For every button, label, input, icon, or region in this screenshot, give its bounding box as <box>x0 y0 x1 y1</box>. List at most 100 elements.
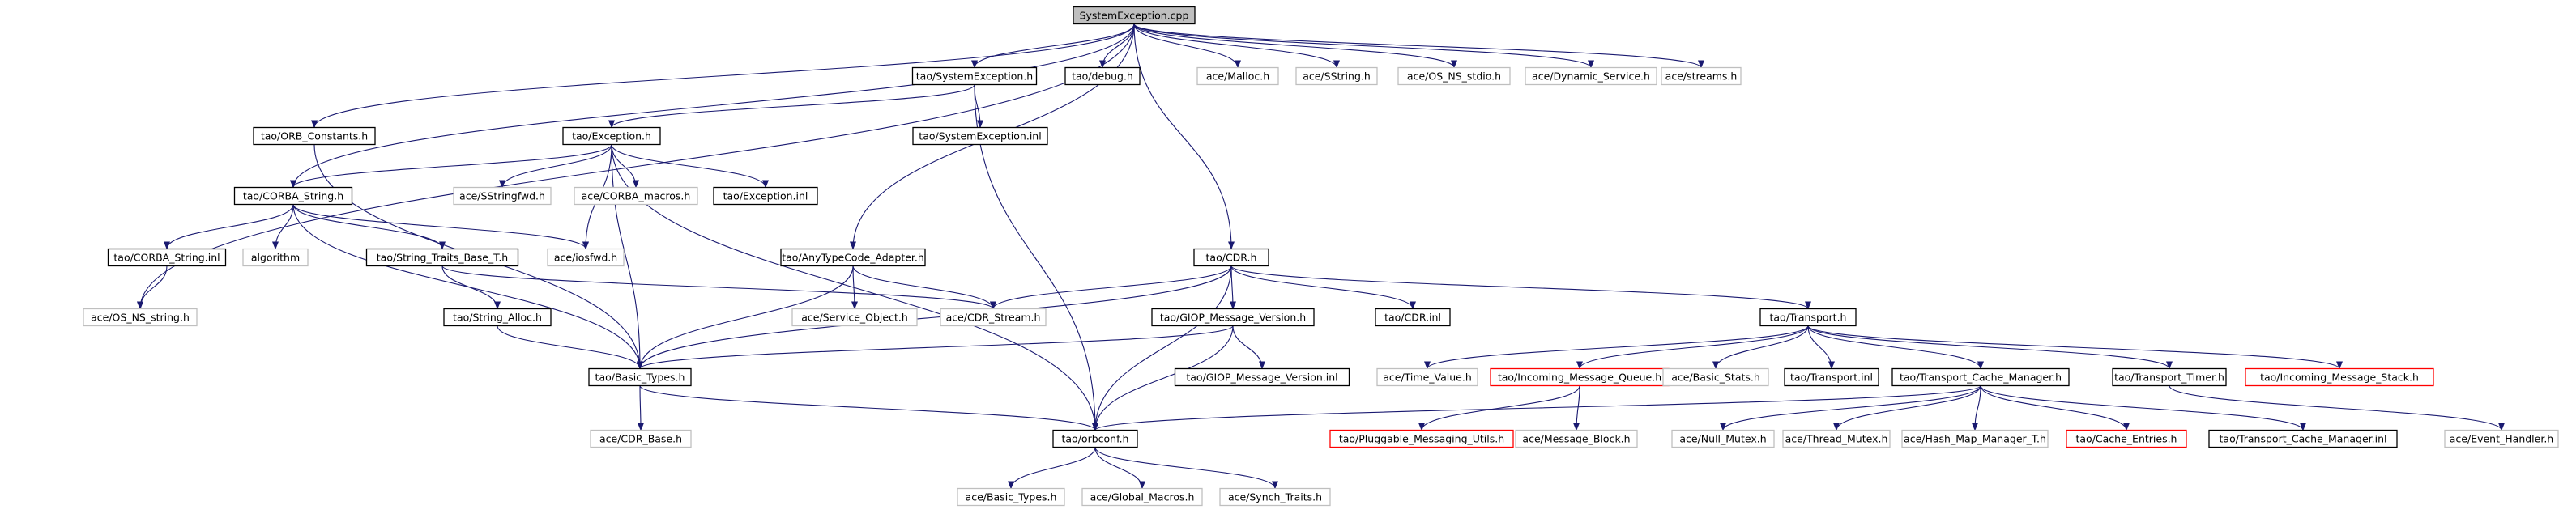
graph-node-tao-incoming-message-queue-h[interactable]: tao/Incoming_Message_Queue.h <box>1490 367 1670 387</box>
graph-node-ace-synch-traits-h[interactable]: ace/Synch_Traits.h <box>1219 487 1331 507</box>
graph-node-tao-systemexception-h[interactable]: tao/SystemException.h <box>911 66 1038 86</box>
dependency-edge <box>292 204 446 250</box>
graph-node-ace-basic-types-h[interactable]: ace/Basic_Types.h <box>957 487 1065 507</box>
graph-node-label: tao/AnyTypeCode_Adapter.h <box>782 252 924 264</box>
dependency-edge-line <box>311 23 1135 129</box>
dependency-edge <box>851 265 858 310</box>
graph-node-tao-systemexception-inl[interactable]: tao/SystemException.inl <box>912 126 1048 146</box>
graph-node-box <box>1375 308 1451 327</box>
dependency-edge <box>1092 265 1232 431</box>
dependency-edge-line <box>1094 447 1145 490</box>
dependency-edge <box>137 265 168 310</box>
graph-node-label: tao/Transport.h <box>1770 312 1847 324</box>
graph-node-ace-basic-stats-h[interactable]: ace/Basic_Stats.h <box>1662 367 1769 387</box>
dependency-edge-line <box>137 265 168 310</box>
graph-node-tao-corba-string-inl[interactable]: tao/CORBA_String.inl <box>107 248 227 267</box>
graph-node-tao-orbconf-h[interactable]: tao/orbconf.h <box>1052 429 1138 448</box>
dependency-edge <box>1092 385 1981 431</box>
graph-node-tao-cache-entries-h[interactable]: tao/Cache_Entries.h <box>2066 429 2187 448</box>
graph-node-tao-cdr-h[interactable]: tao/CDR.h <box>1193 248 1269 267</box>
graph-node-ace-hash-map-manager-t-h[interactable]: ace/Hash_Map_Manager_T.h <box>1901 429 2049 448</box>
graph-node-ace-malloc-h[interactable]: ace/Malloc.h <box>1196 66 1279 86</box>
graph-node-tao-string-traits-base-t-h[interactable]: tao/String_Traits_Base_T.h <box>365 248 519 267</box>
graph-node-box <box>107 248 227 267</box>
dependency-edge <box>164 204 294 250</box>
graph-node-box <box>2066 429 2187 448</box>
dependency-edge <box>1807 325 2343 370</box>
dependency-edge-line <box>852 265 996 310</box>
dependency-edge-line <box>637 385 644 431</box>
graph-node-ace-cdr-stream-h[interactable]: ace/CDR_Stream.h <box>940 308 1047 327</box>
graph-node-ace-sstringfwd-h[interactable]: ace/SStringfwd.h <box>453 186 552 206</box>
graph-node-tao-debug-h[interactable]: tao/debug.h <box>1064 66 1141 86</box>
graph-node-box <box>2208 429 2398 448</box>
dependency-edge-line <box>1807 325 2343 370</box>
graph-node-tao-transport-cache-manager-inl[interactable]: tao/Transport_Cache_Manager.inl <box>2208 429 2398 448</box>
graph-node-label: tao/GIOP_Message_Version.inl <box>1186 372 1337 384</box>
graph-node-ace-message-block-h[interactable]: ace/Message_Block.h <box>1515 429 1638 448</box>
dependency-edge-line <box>1133 23 1457 69</box>
dependency-edge-line <box>1833 385 1981 431</box>
dependency-edge-line <box>637 265 854 370</box>
graph-node-box <box>1671 429 1775 448</box>
graph-node-tao-transport-timer-h[interactable]: tao/Transport_Timer.h <box>2112 367 2227 387</box>
graph-node-label: tao/Transport_Cache_Manager.inl <box>2220 433 2387 445</box>
dependency-edge <box>1133 23 1594 69</box>
graph-node-ace-global-macros-h[interactable]: ace/Global_Macros.h <box>1081 487 1203 507</box>
dependency-edge-line <box>290 23 1135 189</box>
dependency-edge-line <box>441 265 501 310</box>
graph-node-tao-basic-types-h[interactable]: tao/Basic_Types.h <box>588 367 692 387</box>
dependency-edge <box>1008 447 1096 490</box>
graph-node-tao-orb-constants-h[interactable]: tao/ORB_Constants.h <box>253 126 376 146</box>
graph-node-ace-null-mutex-h[interactable]: ace/Null_Mutex.h <box>1671 429 1775 448</box>
graph-node-ace-streams-h[interactable]: ace/streams.h <box>1661 66 1742 86</box>
graph-node-tao-exception-h[interactable]: tao/Exception.h <box>562 126 661 146</box>
dependency-edge-line <box>1094 447 1278 490</box>
graph-node-ace-event-handler-h[interactable]: ace/Event_Handler.h <box>2444 429 2559 448</box>
graph-node-ace-thread-mutex-h[interactable]: ace/Thread_Mutex.h <box>1782 429 1891 448</box>
graph-node-label: ace/Hash_Map_Manager_T.h <box>1904 433 2046 445</box>
graph-node-ace-corba-macros-h[interactable]: ace/CORBA_macros.h <box>574 186 698 206</box>
graph-node-tao-exception-inl[interactable]: tao/Exception.inl <box>713 186 818 206</box>
graph-node-label: ace/Time_Value.h <box>1383 372 1472 384</box>
graph-node-label: ace/Message_Block.h <box>1522 433 1630 445</box>
graph-node-tao-giop-message-version-inl[interactable]: tao/GIOP_Message_Version.inl <box>1174 367 1350 387</box>
graph-node-ace-cdr-base-h[interactable]: ace/CDR_Base.h <box>590 429 692 448</box>
graph-node-tao-corba-string-h[interactable]: tao/CORBA_String.h <box>233 186 353 206</box>
graph-node-tao-transport-cache-manager-h[interactable]: tao/Transport_Cache_Manager.h <box>1891 367 2070 387</box>
graph-node-box <box>574 186 698 206</box>
graph-node-ace-sstring-h[interactable]: ace/SString.h <box>1295 66 1378 86</box>
graph-node-ace-iosfwd-h[interactable]: ace/iosfwd.h <box>547 248 625 267</box>
dependency-edge-line <box>639 385 1098 431</box>
graph-node-tao-cdr-inl[interactable]: tao/CDR.inl <box>1375 308 1451 327</box>
graph-node-tao-incoming-message-stack-h[interactable]: tao/Incoming_Message_Stack.h <box>2245 367 2434 387</box>
dependency-edge <box>1712 325 1809 370</box>
graph-node-algorithm[interactable]: algorithm <box>242 248 309 267</box>
graph-node-tao-transport-h[interactable]: tao/Transport.h <box>1759 308 1857 327</box>
graph-node-tao-transport-inl[interactable]: tao/Transport.inl <box>1784 367 1879 387</box>
dependency-edge <box>637 265 854 370</box>
graph-node-tao-anytypecode-adapter-h[interactable]: tao/AnyTypeCode_Adapter.h <box>780 248 926 267</box>
dependency-edge-line <box>164 204 294 250</box>
graph-node-tao-giop-message-version-h[interactable]: tao/GIOP_Message_Version.h <box>1151 308 1315 327</box>
dependency-edge-line <box>497 325 643 370</box>
graph-node-tao-string-alloc-h[interactable]: tao/String_Alloc.h <box>443 308 552 327</box>
graph-node-ace-os-ns-string-h[interactable]: ace/OS_NS_string.h <box>83 308 198 327</box>
graph-node-ace-dynamic-service-h[interactable]: ace/Dynamic_Service.h <box>1525 66 1657 86</box>
graph-node-label: tao/GIOP_Message_Version.h <box>1160 312 1306 324</box>
graph-node-ace-service-object-h[interactable]: ace/Service_Object.h <box>791 308 918 327</box>
dependency-edge <box>311 23 1135 129</box>
graph-node-label: tao/SystemException.h <box>916 70 1033 83</box>
dependency-edge <box>1133 23 1241 69</box>
graph-node-label: tao/Exception.h <box>572 130 651 142</box>
graph-node-tao-pluggable-messaging-utils-h[interactable]: tao/Pluggable_Messaging_Utils.h <box>1329 429 1514 448</box>
graph-node-label: ace/CDR_Base.h <box>599 433 682 445</box>
dependency-edge-line <box>1807 325 1835 370</box>
dependency-edge-line <box>1573 385 1580 431</box>
graph-node-ace-os-ns-stdio-h[interactable]: ace/OS_NS_stdio.h <box>1397 66 1511 86</box>
dependency-edge <box>1092 325 1234 431</box>
graph-node-systemexception-cpp[interactable]: SystemException.cpp <box>1073 6 1196 25</box>
graph-node-box <box>1784 367 1879 387</box>
graph-node-ace-time-value-h[interactable]: ace/Time_Value.h <box>1376 367 1478 387</box>
